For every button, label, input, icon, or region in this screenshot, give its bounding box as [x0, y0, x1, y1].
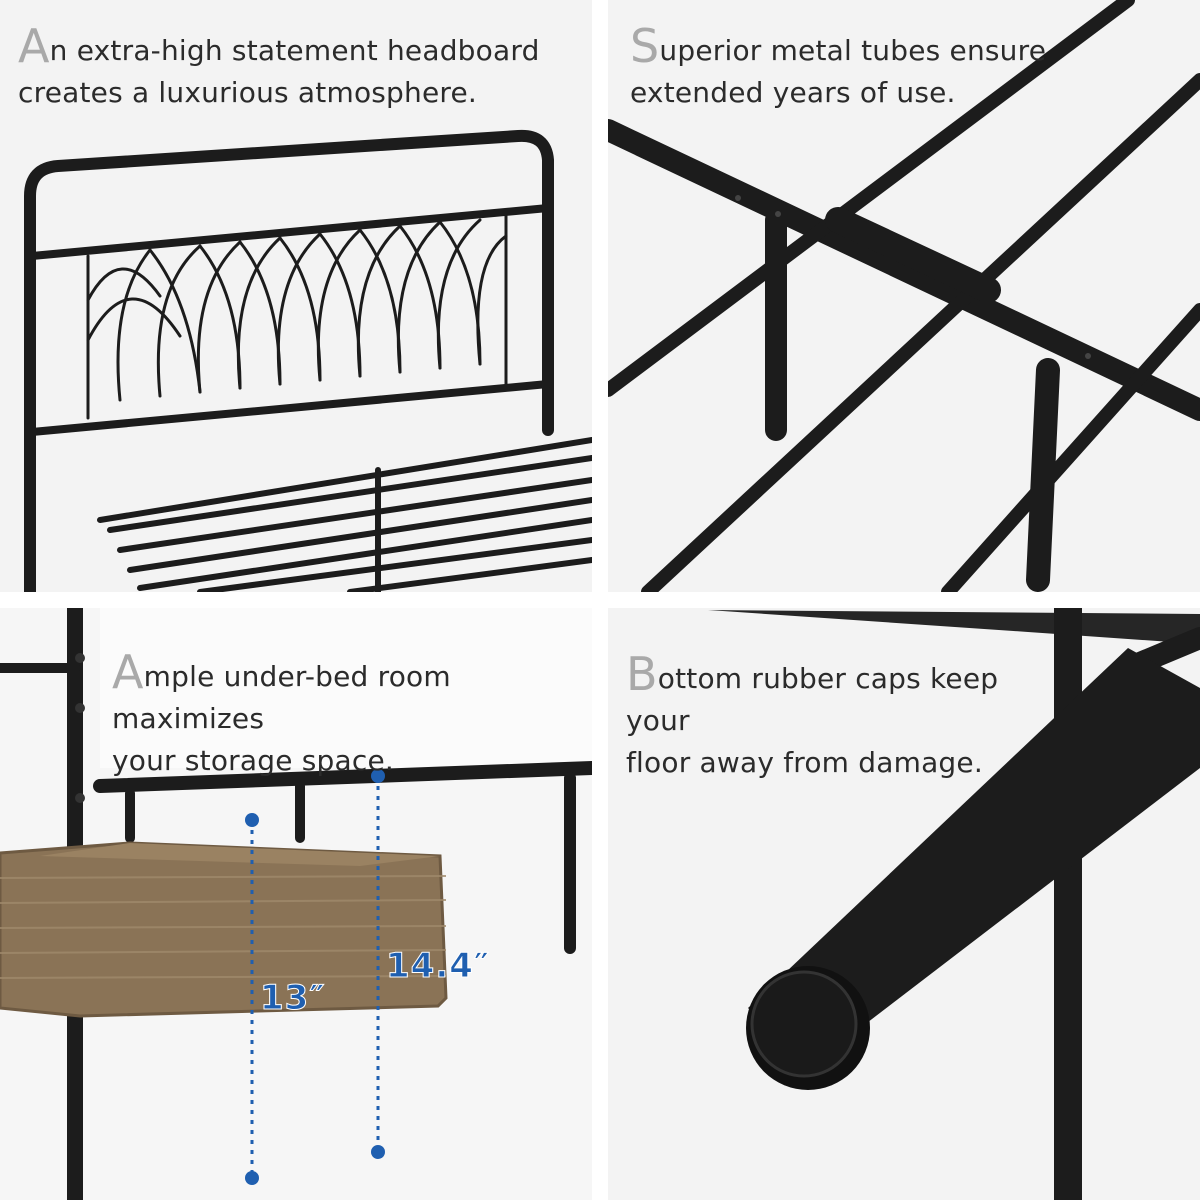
caption-line2: your storage space. [112, 744, 394, 777]
caption-rubber-caps: Bottom rubber caps keep your floor away … [626, 651, 1066, 784]
metal-tubes-photo [608, 0, 1200, 592]
caption-storage: Ample under-bed room maximizes your stor… [112, 649, 592, 782]
headboard-panel: An extra-high statement headboard create… [0, 0, 592, 592]
measurement-14-4: 14.4″ [385, 946, 491, 987]
storage-panel: Ample under-bed room maximizes your stor… [0, 608, 592, 1200]
drop-cap: S [630, 19, 660, 73]
caption-headboard: An extra-high statement headboard create… [18, 23, 578, 114]
metal-tubes-panel: Superior metal tubes ensure extended yea… [608, 0, 1200, 592]
caption-line1: uperior metal tubes ensure [659, 34, 1047, 67]
caption-line2: creates a luxurious atmosphere. [18, 76, 478, 109]
caption-line1: ottom rubber caps keep your [626, 662, 999, 737]
drop-cap: B [626, 647, 658, 701]
rubber-caps-panel: Bottom rubber caps keep your floor away … [608, 608, 1200, 1200]
storage-photo [0, 608, 592, 1200]
caption-line1: n extra-high statement headboard [49, 34, 540, 67]
rubber-caps-photo [608, 608, 1200, 1200]
caption-line2: floor away from damage. [626, 746, 983, 779]
caption-line2: extended years of use. [630, 76, 956, 109]
caption-line1: mple under-bed room maximizes [112, 660, 451, 735]
headboard-photo [0, 0, 592, 592]
drop-cap: A [112, 645, 144, 699]
measurement-13: 13″ [260, 978, 326, 1019]
caption-metal-tubes: Superior metal tubes ensure extended yea… [630, 23, 1190, 114]
drop-cap: A [18, 19, 50, 73]
